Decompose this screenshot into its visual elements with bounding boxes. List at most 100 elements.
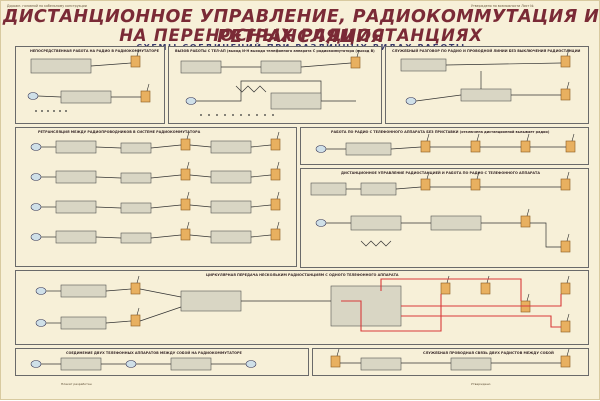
wire-line — [445, 62, 562, 66]
telephone-icon — [315, 219, 327, 227]
wire-line — [380, 278, 522, 301]
radio-station-icon — [130, 55, 141, 68]
telephone-icon — [125, 360, 137, 368]
wire-line — [235, 85, 267, 93]
antenna-icon — [566, 81, 570, 90]
wire-line — [250, 144, 272, 148]
switchboard-icon — [180, 290, 242, 312]
antenna-icon — [186, 191, 190, 200]
wire-line — [530, 222, 561, 248]
wire-line — [401, 315, 561, 328]
wire-line — [95, 146, 122, 149]
radio-station-icon — [330, 355, 341, 368]
wire-line — [189, 174, 212, 178]
poster-title-line1: ДИСТАНЦИОННОЕ УПРАВЛЕНИЕ, РАДИОКОММУТАЦИ… — [2, 7, 600, 47]
switchboard-icon — [55, 170, 97, 184]
terminal-icon — [200, 114, 202, 116]
radio-station-icon — [560, 282, 571, 295]
switchboard-icon — [330, 285, 402, 327]
wire-line — [390, 146, 422, 150]
switchboard-icon — [350, 215, 402, 231]
wire-line — [105, 320, 132, 324]
telephone-icon — [245, 360, 257, 368]
switchboard-icon — [460, 88, 512, 102]
radio-station-icon — [560, 178, 571, 191]
switchboard-icon — [120, 142, 152, 154]
radio-station-icon — [470, 140, 481, 153]
antenna-icon — [476, 133, 480, 142]
terminal-icon — [59, 110, 61, 112]
telephone-icon — [35, 287, 47, 295]
switchboard-icon — [400, 58, 447, 72]
switchboard-icon — [310, 182, 347, 196]
antenna-icon — [276, 131, 280, 140]
switchboard-icon — [210, 230, 252, 244]
telephone-icon — [30, 233, 42, 241]
radio-station-icon — [560, 240, 571, 253]
wire-line — [90, 62, 132, 67]
terminal-icon — [272, 114, 274, 116]
terminal-icon — [224, 114, 226, 116]
switchboard-icon — [60, 357, 102, 371]
telephone-icon — [405, 97, 417, 105]
switchboard-icon — [60, 284, 107, 298]
antenna-icon — [186, 161, 190, 170]
telephone-icon — [27, 92, 39, 100]
panel-title: РАБОТА ПО РАДИО С ТЕЛЕФОННОГО АППАРАТА Б… — [331, 130, 550, 134]
antenna-icon — [186, 131, 190, 140]
antenna-icon — [276, 191, 280, 200]
radio-station-icon — [560, 355, 571, 368]
switchboard-icon — [120, 232, 152, 244]
switchboard-icon — [120, 202, 152, 214]
wire-line — [95, 206, 122, 209]
switchboard-icon — [210, 170, 252, 184]
switchboard-icon — [60, 316, 107, 330]
terminal-icon — [53, 110, 55, 112]
switchboard-icon — [55, 140, 97, 154]
radio-station-icon — [180, 168, 191, 181]
radio-station-icon — [130, 282, 141, 295]
switchboard-icon — [120, 172, 152, 184]
antenna-icon — [136, 275, 140, 284]
wire-line — [250, 204, 272, 208]
radio-station-icon — [480, 282, 491, 295]
panel-circular-transmission: ЦИРКУЛЯРНАЯ ПЕРЕДАЧА НЕСКОЛЬКИМ РАДИОСТА… — [15, 270, 589, 345]
telephone-icon — [315, 145, 327, 153]
wire-line — [189, 204, 212, 208]
telephone-icon — [30, 143, 42, 151]
wire-line — [95, 176, 122, 179]
terminal-icon — [216, 114, 218, 116]
switchboard-icon — [345, 142, 392, 156]
antenna-icon — [571, 133, 575, 142]
switchboard-icon — [170, 357, 212, 371]
antenna-icon — [336, 348, 340, 357]
wire-line — [150, 144, 182, 149]
antenna-icon — [426, 133, 430, 142]
antenna-icon — [146, 83, 150, 92]
telephone-icon — [30, 173, 42, 181]
antenna-icon — [476, 171, 480, 180]
radio-station-icon — [420, 178, 431, 191]
wire-line — [139, 306, 182, 322]
top-left-text: Дорожн. головной по кабельному конструкц… — [7, 4, 87, 8]
radio-station-icon — [270, 228, 281, 241]
switchboard-icon — [450, 357, 492, 371]
terminal-icon — [240, 114, 242, 116]
switchboard-icon — [210, 140, 252, 154]
panel-call-from-phone: ВЫЗОВ РАБОТЫ С ТЕЛ-АП (выход И-Н выхода … — [168, 46, 382, 124]
panel-title: РЕТРАНСЛЯЦИЯ МЕЖДУ РАДИОПРОВОДНИКОВ В СИ… — [38, 130, 201, 134]
telephone-icon — [30, 203, 42, 211]
radio-station-icon — [520, 140, 531, 153]
radio-station-icon — [270, 198, 281, 211]
wire-line — [250, 234, 272, 238]
switchboard-icon — [360, 182, 397, 196]
panel-title: ВЫЗОВ РАБОТЫ С ТЕЛ-АП (выход И-Н выхода … — [175, 49, 375, 53]
telephone-icon — [35, 319, 47, 327]
panel-title: ЦИРКУЛЯРНАЯ ПЕРЕДАЧА НЕСКОЛЬКИМ РАДИОСТА… — [206, 273, 399, 277]
wire-line — [360, 240, 392, 247]
panel-title: СЛУЖЕБНЫЙ РАЗГОВОР ПО РАДИО И ПРОВОДНОЙ … — [392, 49, 581, 53]
antenna-icon — [566, 275, 570, 284]
switchboard-icon — [180, 60, 222, 74]
wire-line — [415, 94, 462, 102]
